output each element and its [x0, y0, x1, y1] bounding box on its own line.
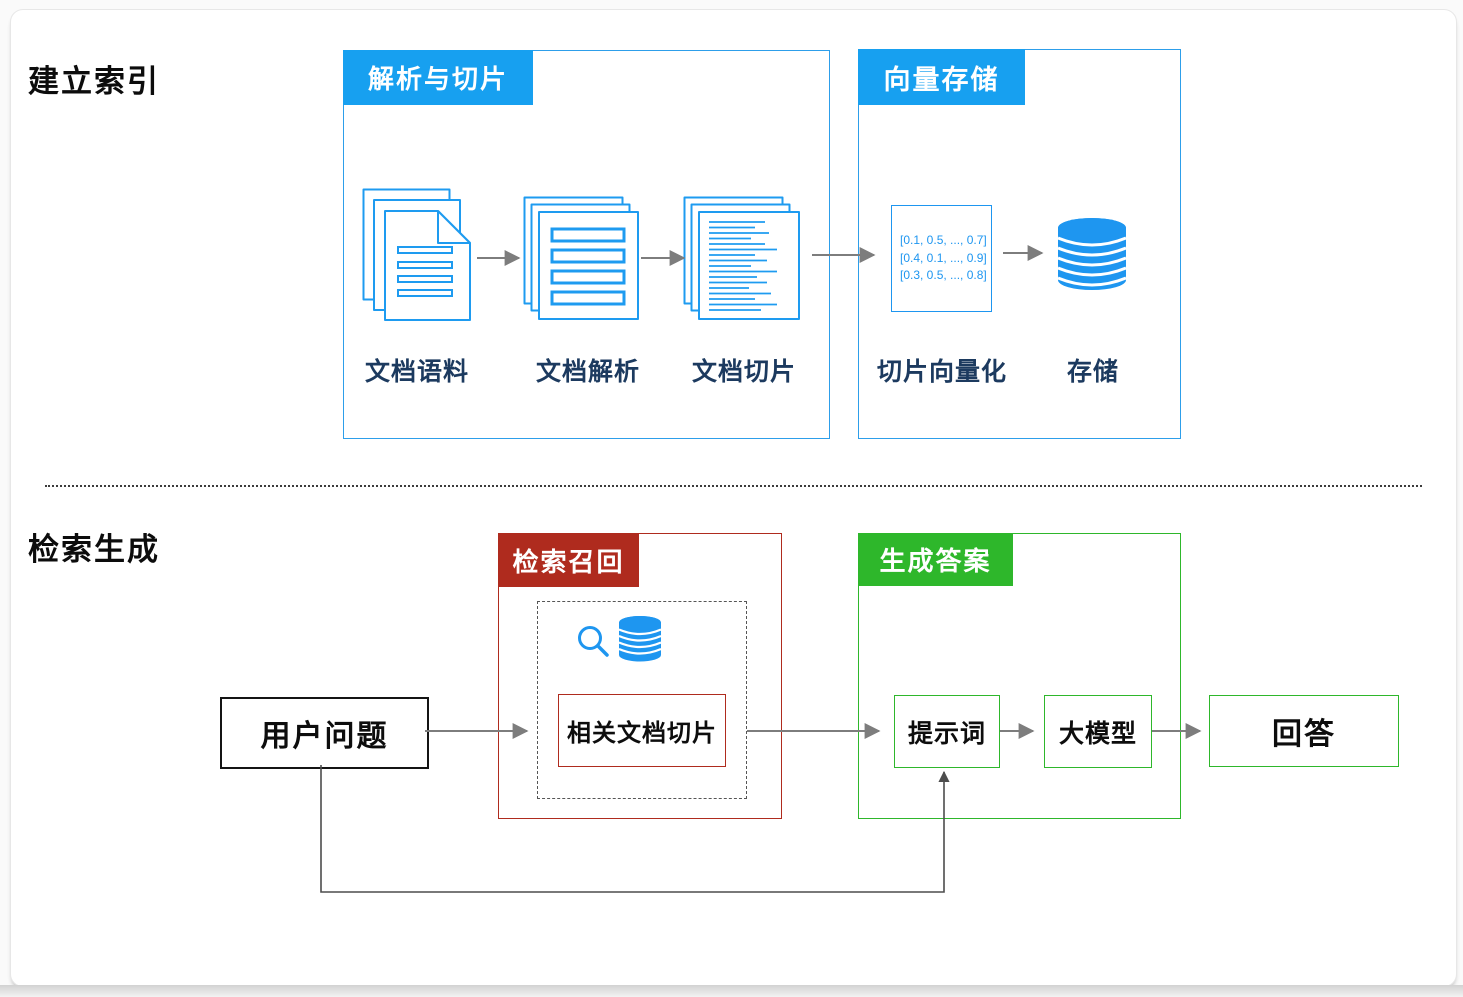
chunk-label: 文档切片 — [691, 358, 796, 386]
vector-values-box: [0.1, 0.5, ..., 0.7] [0.4, 0.1, ..., 0.9… — [891, 205, 992, 312]
parse-label: 文档解析 — [535, 358, 640, 386]
vector-row: [0.3, 0.5, ..., 0.8] — [900, 268, 987, 282]
prompt-box: 提示词 — [894, 695, 1000, 768]
relevant-chunks-box: 相关文档切片 — [558, 694, 726, 767]
vector-storage-header: 向量存储 — [858, 49, 1025, 105]
doc-stack-icon — [362, 188, 471, 321]
model-box: 大模型 — [1044, 695, 1152, 768]
user-question-box: 用户问题 — [220, 697, 429, 769]
database-icon — [618, 616, 662, 662]
database-icon — [1057, 218, 1127, 290]
corpus-label: 文档语料 — [364, 358, 469, 386]
vector-row: [0.4, 0.1, ..., 0.9] — [900, 250, 987, 265]
index-section-title: 建立索引 — [28, 64, 160, 99]
vector-row: [0.1, 0.5, ..., 0.7] — [900, 233, 987, 247]
parse-chunk-header: 解析与切片 — [343, 50, 533, 105]
card-bottom-shadow — [0, 985, 1463, 997]
answer-box: 回答 — [1209, 695, 1399, 767]
section-divider — [45, 485, 1422, 487]
search-icon — [578, 626, 609, 657]
vectorize-label: 切片向量化 — [876, 358, 1007, 386]
doc-bars-icon — [523, 196, 639, 320]
retrieval-section-title: 检索生成 — [28, 532, 160, 567]
doc-chunk-lines-icon — [683, 196, 800, 320]
recall-header: 检索召回 — [498, 533, 639, 587]
generate-header: 生成答案 — [858, 533, 1013, 586]
store-label: 存储 — [1066, 358, 1119, 386]
